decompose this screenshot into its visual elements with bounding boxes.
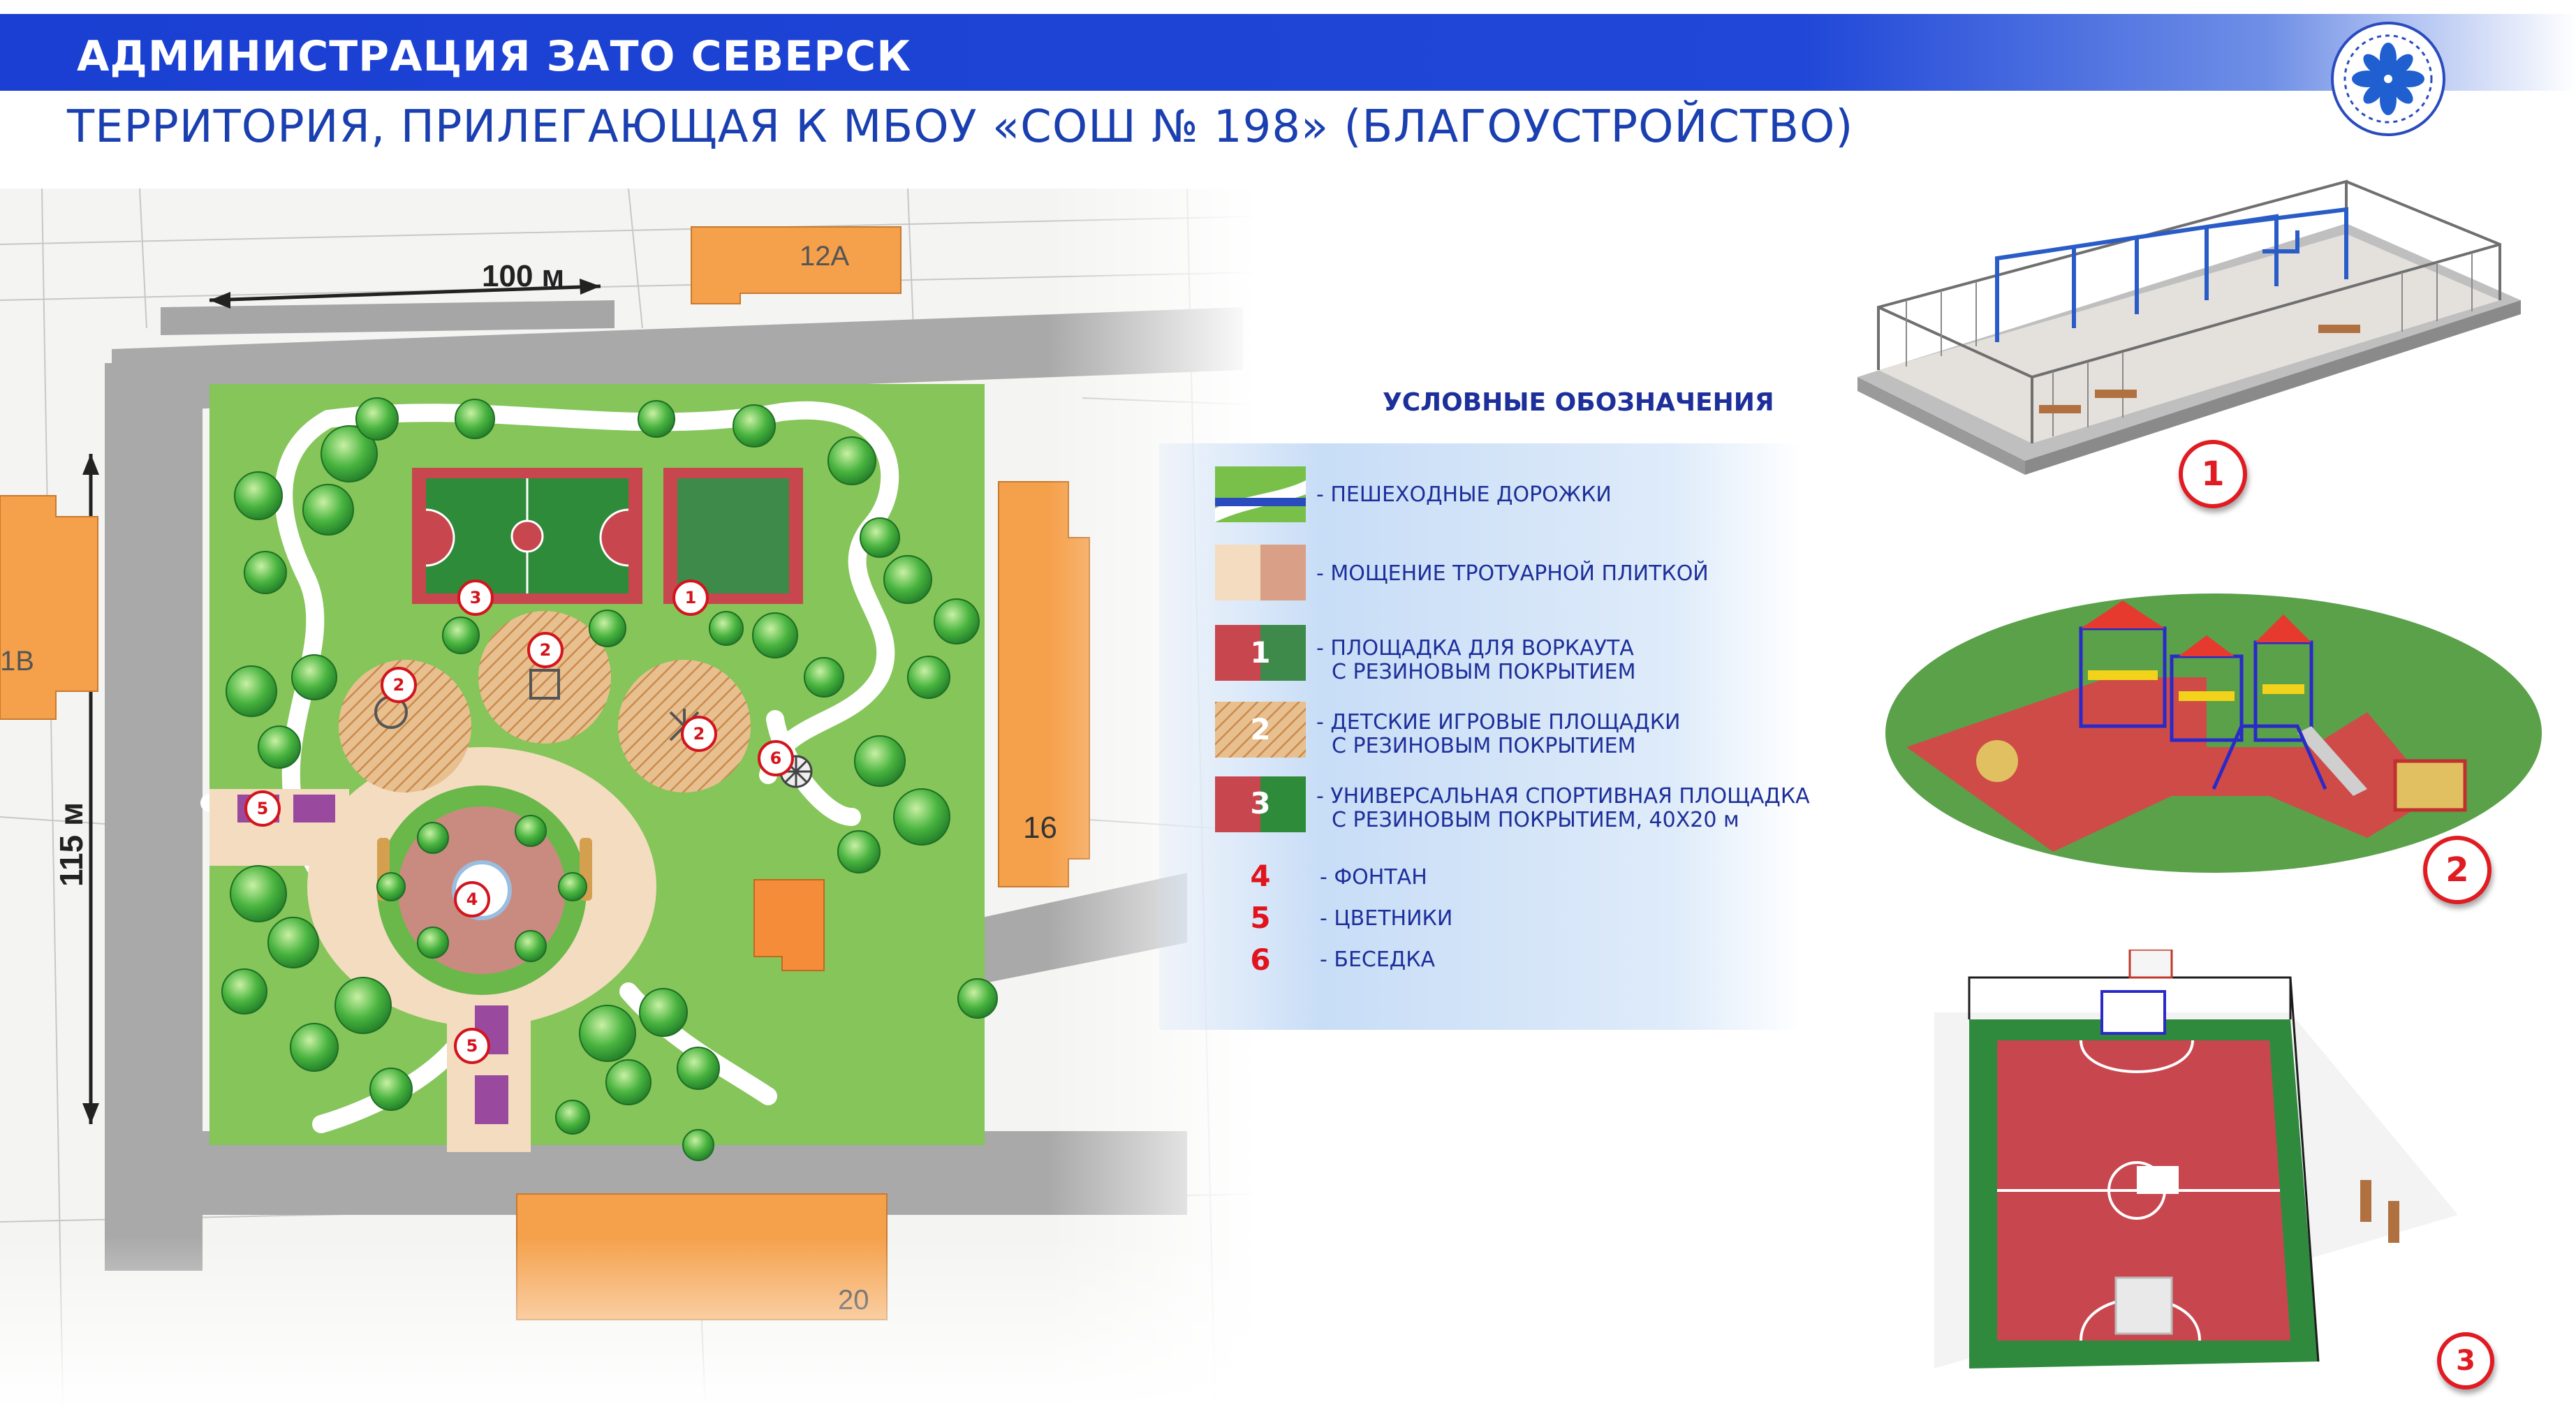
legend-item-sports-line2: С РЕЗИНОВЫМ ПОКРЫТИЕМ, 40Х20 м	[1332, 808, 1739, 832]
map-marker-4: 4	[454, 881, 490, 917]
building-12a: 12А	[800, 241, 849, 272]
map-marker-1: 1	[672, 580, 709, 616]
page-subtitle: ТЕРРИТОРИЯ, ПРИЛЕГАЮЩАЯ К МБОУ «СОШ № 19…	[67, 101, 1854, 153]
legend-swatch-sports	[1215, 776, 1306, 832]
site-plan: 100 м 115 м	[0, 189, 1257, 1409]
map-marker-2b: 2	[527, 632, 564, 668]
legend-item-fountain: - ФОНТАН	[1320, 865, 1427, 890]
legend-item-sports-line1: - УНИВЕРСАЛЬНАЯ СПОРТИВНАЯ ПЛОЩАДКА	[1316, 784, 1810, 809]
legend-item-paving: - МОЩЕНИЕ ТРОТУАРНОЙ ПЛИТКОЙ	[1316, 561, 1709, 586]
legend-number-5: 5	[1250, 901, 1271, 935]
scale-horizontal: 100 м	[482, 259, 564, 293]
legend-number-3: 3	[1250, 786, 1271, 820]
illustration-label-1: 1	[2179, 440, 2247, 508]
illustration-playground	[1885, 593, 2542, 873]
legend-item-playground: - ДЕТСКИЕ ИГРОВЫЕ ПЛОЩАДКИ С РЕЗИНОВЫМ П…	[1316, 711, 1680, 758]
map-marker-2a: 2	[381, 667, 417, 703]
legend-item-gazebo: - БЕСЕДКА	[1320, 947, 1436, 972]
legend-swatch-paving	[1215, 545, 1306, 600]
map-marker-5b: 5	[454, 1028, 490, 1064]
illustration-workout-area	[1857, 179, 2521, 475]
legend-item-sports: - УНИВЕРСАЛЬНАЯ СПОРТИВНАЯ ПЛОЩАДКА С РЕ…	[1316, 785, 1810, 832]
legend-swatch-playground	[1215, 702, 1306, 758]
building-1v: 1В	[0, 646, 34, 677]
legend-number-4: 4	[1250, 859, 1271, 893]
map-marker-6: 6	[758, 740, 794, 776]
legend-title: УСЛОВНЫЕ ОБОЗНАЧЕНИЯ	[1383, 388, 1774, 417]
map-marker-3: 3	[457, 580, 494, 616]
legend-number-1: 1	[1250, 635, 1271, 670]
logo-emblem	[2331, 22, 2445, 136]
scale-vertical: 115 м	[53, 802, 89, 887]
header-bar: АДМИНИСТРАЦИЯ ЗАТО СЕВЕРСК	[0, 14, 2576, 91]
map-marker-5a: 5	[244, 790, 281, 827]
legend-item-workout-line1: - ПЛОЩАДКА ДЛЯ ВОРКАУТА	[1316, 636, 1634, 661]
header-title: АДМИНИСТРАЦИЯ ЗАТО СЕВЕРСК	[77, 32, 912, 81]
legend-item-workout: - ПЛОЩАДКА ДЛЯ ВОРКАУТА С РЕЗИНОВЫМ ПОКР…	[1316, 637, 1635, 684]
legend-item-playground-line1: - ДЕТСКИЕ ИГРОВЫЕ ПЛОЩАДКИ	[1316, 710, 1681, 735]
legend-swatch-workout	[1215, 625, 1306, 681]
legend-item-flowerbeds: - ЦВЕТНИКИ	[1320, 906, 1453, 931]
map-marker-2c: 2	[681, 716, 717, 752]
legend-item-paths: - ПЕШЕХОДНЫЕ ДОРОЖКИ	[1316, 482, 1612, 507]
illustration-label-3: 3	[2437, 1332, 2494, 1389]
legend-number-2: 2	[1250, 712, 1271, 746]
legend-item-playground-line2: С РЕЗИНОВЫМ ПОКРЫТИЕМ	[1332, 734, 1636, 758]
legend-item-workout-line2: С РЕЗИНОВЫМ ПОКРЫТИЕМ	[1332, 660, 1636, 684]
illustration-label-2: 2	[2423, 836, 2492, 904]
legend-swatch-paths	[1215, 466, 1306, 522]
legend-number-6: 6	[1250, 943, 1271, 977]
illustration-sports-court	[1934, 950, 2458, 1369]
